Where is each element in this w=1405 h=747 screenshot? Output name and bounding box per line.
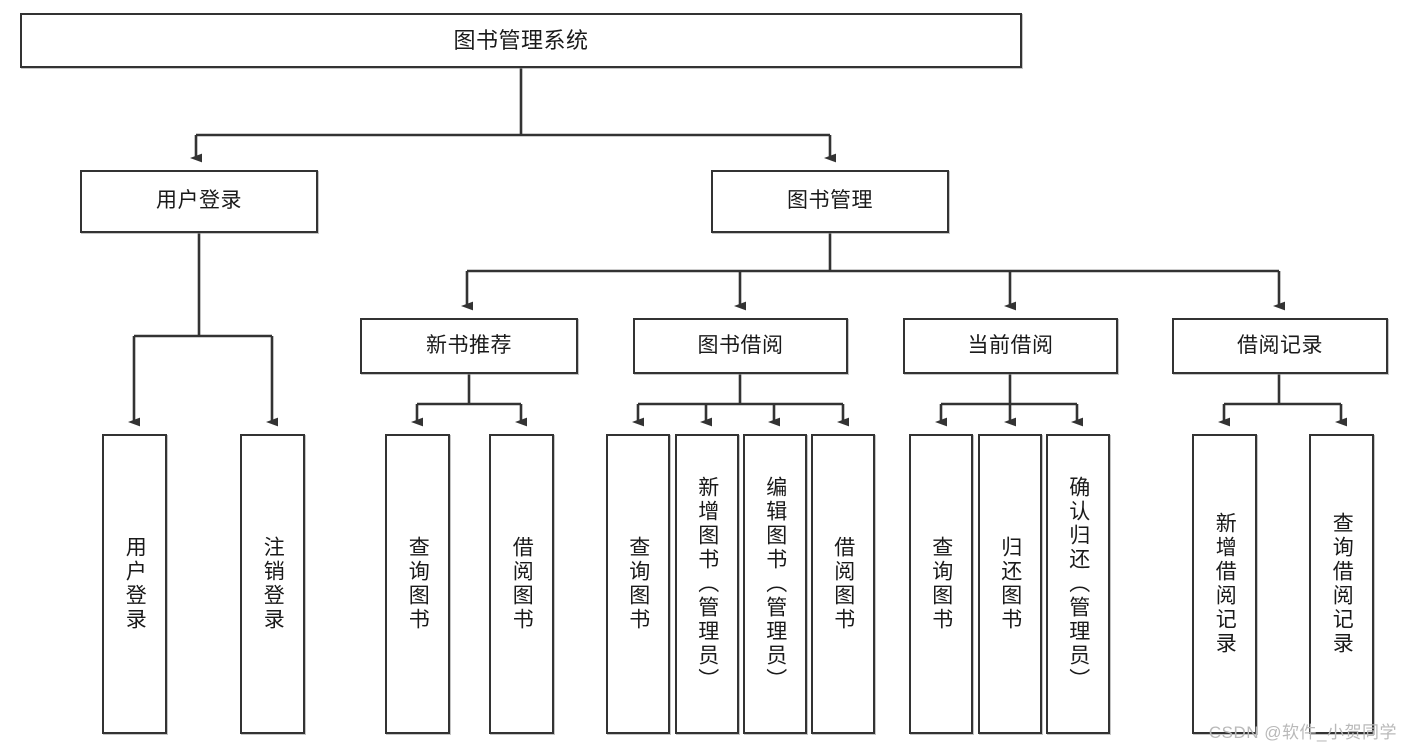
leaf-current-confirm-return[interactable]: 确认归还（管理员） — [1046, 434, 1110, 734]
node-book-manage-label: 图书管理 — [787, 189, 873, 213]
leaf-user-login-label: 用户登录 — [123, 536, 147, 632]
leaf-borrow-edit-book-label: 编辑图书（管理员） — [763, 476, 787, 692]
node-user-login-label: 用户登录 — [156, 189, 242, 213]
node-book-borrow-label: 图书借阅 — [697, 333, 784, 357]
leaf-user-logout[interactable]: 注销登录 — [240, 434, 305, 734]
node-user-login[interactable]: 用户登录 — [80, 170, 318, 233]
leaf-record-query[interactable]: 查询借阅记录 — [1309, 434, 1374, 734]
leaf-borrow-borrow-book-label: 借阅图书 — [831, 536, 855, 632]
node-current-borrow-label: 当前借阅 — [967, 333, 1054, 357]
node-book-borrow[interactable]: 图书借阅 — [633, 318, 848, 374]
leaf-borrow-borrow-book[interactable]: 借阅图书 — [811, 434, 875, 734]
leaf-recommend-borrow-book[interactable]: 借阅图书 — [489, 434, 554, 734]
leaf-record-query-label: 查询借阅记录 — [1330, 512, 1354, 656]
leaf-borrow-edit-book[interactable]: 编辑图书（管理员） — [743, 434, 807, 734]
node-root[interactable]: 图书管理系统 — [20, 13, 1022, 68]
leaf-borrow-add-book[interactable]: 新增图书（管理员） — [675, 434, 739, 734]
leaf-current-return-book-label: 归还图书 — [998, 536, 1022, 632]
leaf-borrow-add-book-label: 新增图书（管理员） — [695, 476, 719, 692]
leaf-borrow-query-book-label: 查询图书 — [626, 536, 650, 632]
node-root-label: 图书管理系统 — [453, 27, 589, 53]
leaf-recommend-query-book-label: 查询图书 — [406, 536, 430, 632]
leaf-recommend-query-book[interactable]: 查询图书 — [385, 434, 450, 734]
leaf-recommend-borrow-book-label: 借阅图书 — [510, 536, 534, 632]
node-book-manage[interactable]: 图书管理 — [711, 170, 949, 233]
leaf-record-add[interactable]: 新增借阅记录 — [1192, 434, 1257, 734]
leaf-borrow-query-book[interactable]: 查询图书 — [606, 434, 670, 734]
leaf-user-login[interactable]: 用户登录 — [102, 434, 167, 734]
leaf-current-query-book[interactable]: 查询图书 — [909, 434, 973, 734]
leaf-current-query-book-label: 查询图书 — [929, 536, 953, 632]
leaf-record-add-label: 新增借阅记录 — [1213, 512, 1237, 656]
leaf-current-confirm-return-label: 确认归还（管理员） — [1066, 476, 1090, 692]
watermark: CSDN @软件_小贺同学 — [1208, 723, 1397, 742]
leaf-current-return-book[interactable]: 归还图书 — [978, 434, 1042, 734]
leaf-user-logout-label: 注销登录 — [261, 536, 285, 632]
node-new-book-recommend[interactable]: 新书推荐 — [360, 318, 578, 374]
node-current-borrow[interactable]: 当前借阅 — [903, 318, 1118, 374]
node-borrow-record-label: 借阅记录 — [1237, 333, 1323, 357]
node-new-book-recommend-label: 新书推荐 — [426, 333, 512, 357]
node-borrow-record[interactable]: 借阅记录 — [1172, 318, 1388, 374]
